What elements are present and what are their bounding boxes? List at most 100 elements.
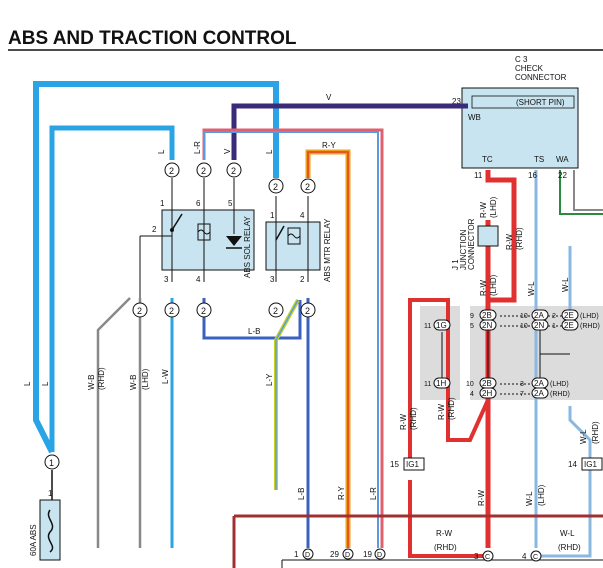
wire-label-r-w: R-W	[437, 404, 446, 420]
short-pin-label: (SHORT PIN)	[516, 98, 565, 107]
connector-name-label: CONNECTOR	[515, 73, 567, 82]
bottom-pin-number: 3	[474, 552, 479, 561]
pill-label: 2A	[534, 311, 544, 320]
ig1-box-left	[403, 457, 425, 471]
connector-label: 2	[231, 166, 236, 176]
wire-label-l-b: L-B	[248, 327, 260, 336]
sol-relay-diode-icon	[226, 236, 242, 246]
wire-label-l: L	[41, 381, 50, 386]
ig1-pin-label: 15	[390, 460, 399, 469]
relay-pin-label: 3	[164, 275, 169, 284]
wire-l-loop	[33, 81, 279, 454]
bottom-pin-number: 29	[330, 550, 339, 559]
wire-l-r-b	[203, 131, 379, 548]
bottom-pin-number: 19	[363, 550, 372, 559]
junction-pin-label: 10	[520, 313, 528, 320]
connector-label: 2	[305, 306, 310, 316]
junction-pin-label: 11	[424, 323, 431, 330]
wire-label-rhd: (RHD)	[97, 367, 106, 390]
short-pin-bar	[471, 95, 575, 109]
sol-relay-switch-pivot	[170, 228, 174, 232]
relay-pin-label: 2	[300, 275, 305, 284]
wire-label-rhd: (RHD)	[447, 397, 456, 420]
junction-pin-label: 7	[520, 391, 524, 398]
bottom-pin-circle	[302, 548, 314, 560]
wire-w-b-1	[96, 297, 131, 548]
pin-number-label: 11	[474, 171, 483, 180]
bottom-pin-label: C	[533, 554, 538, 561]
junction-pin-label: 2	[552, 313, 556, 320]
junction-name-label: JUNCTION	[459, 229, 468, 270]
wire-label-v-vert: V	[223, 148, 232, 154]
wire-label-w-b: W-B	[129, 375, 138, 390]
connector-circle	[164, 162, 180, 178]
wire-label-lhd: (LHD)	[489, 196, 498, 218]
wire-wa-gray	[573, 170, 603, 211]
connector-label: 2	[201, 166, 206, 176]
bottom-pin-circle	[342, 548, 354, 560]
wire-label-l-y: L-Y	[265, 373, 274, 386]
connector-circle	[268, 302, 284, 318]
pill-label: 2N	[482, 321, 492, 330]
junction-pin-label: 9	[470, 313, 474, 320]
junction-pin-label: 1	[552, 323, 556, 330]
wire-l-inner	[49, 125, 175, 452]
junction-pills: 2B 2N 2A 2N 2E 2E 1G 1H 2B 2H 2A 2A	[433, 309, 579, 399]
relay-pin-label: 3	[270, 275, 275, 284]
relay-pin-label: 4	[196, 275, 201, 284]
connector-circles: 2 2 2 2 2 2 2 2 2 2 1	[44, 162, 316, 470]
wire-label-rhd: (RHD)	[515, 227, 524, 250]
connector-circle	[268, 178, 284, 194]
abs-mtr-relay-label: ABS MTR RELAY	[323, 218, 332, 282]
connector-label: 1	[49, 458, 54, 468]
pin-number-label: 22	[558, 171, 567, 180]
connector-label: 2	[137, 306, 142, 316]
ig1-box-right	[581, 457, 603, 471]
ig1-pin-label: 14	[568, 460, 577, 469]
connector-circle	[300, 178, 316, 194]
pill-label: 2A	[534, 379, 544, 388]
junction-id-label: J 1	[451, 259, 460, 270]
pill-label: 2N	[534, 321, 544, 330]
wire-v	[231, 103, 468, 160]
junction-variant-label: (RHD)	[550, 391, 570, 398]
junction-pin-label: 3	[520, 381, 524, 388]
mtr-relay-switch-icon	[275, 225, 285, 241]
pin-ts-label: TS	[534, 155, 544, 164]
pill-connector	[479, 387, 497, 399]
wire-label-rhd: (RHD)	[558, 543, 581, 552]
wire-w-l-mid	[568, 406, 592, 460]
bottom-pin-number: 1	[294, 550, 299, 559]
connector-id-label: C 3	[515, 55, 528, 64]
junction-variant-label: (LHD)	[550, 381, 569, 388]
relay-pin-label: 2	[152, 225, 157, 234]
wire-label-r-w: R-W	[436, 529, 452, 538]
ig1-label: IG1	[584, 460, 597, 469]
junction-pin-label: 10	[466, 381, 474, 388]
pill-label: 2E	[564, 321, 574, 330]
junction-pin-label: 5	[470, 323, 474, 330]
pill-connector	[479, 319, 497, 331]
wire-label-r-w: R-W	[477, 490, 486, 506]
wire-label-l-r-vert: L-R	[369, 487, 378, 500]
wire-label-r-y-vert: R-Y	[337, 486, 346, 500]
abs-mtr-relay-box	[265, 221, 321, 271]
pin-tc-label: TC	[482, 155, 493, 164]
pin-number-label: 16	[528, 171, 537, 180]
sol-relay-coil-wave	[197, 229, 211, 235]
fuse-pin-label: 1	[48, 489, 53, 498]
bottom-pin-circle	[374, 548, 386, 560]
wire-label-rhd: (RHD)	[409, 407, 418, 430]
wire-label-lhd: (LHD)	[489, 274, 498, 296]
wire-label-w-l: W-L	[561, 277, 570, 292]
wire-label-l-r: L-R	[193, 141, 202, 154]
pill-connector	[433, 377, 451, 389]
pill-label: 2A	[534, 389, 544, 398]
page-title: ABS AND TRACTION CONTROL	[8, 28, 297, 49]
wire-label-l: L	[23, 381, 32, 386]
connector-circle	[164, 302, 180, 318]
pin-wb-label: WB	[468, 113, 481, 122]
pill-label: 2B	[482, 379, 492, 388]
wire-r-y-stripe	[307, 151, 349, 548]
